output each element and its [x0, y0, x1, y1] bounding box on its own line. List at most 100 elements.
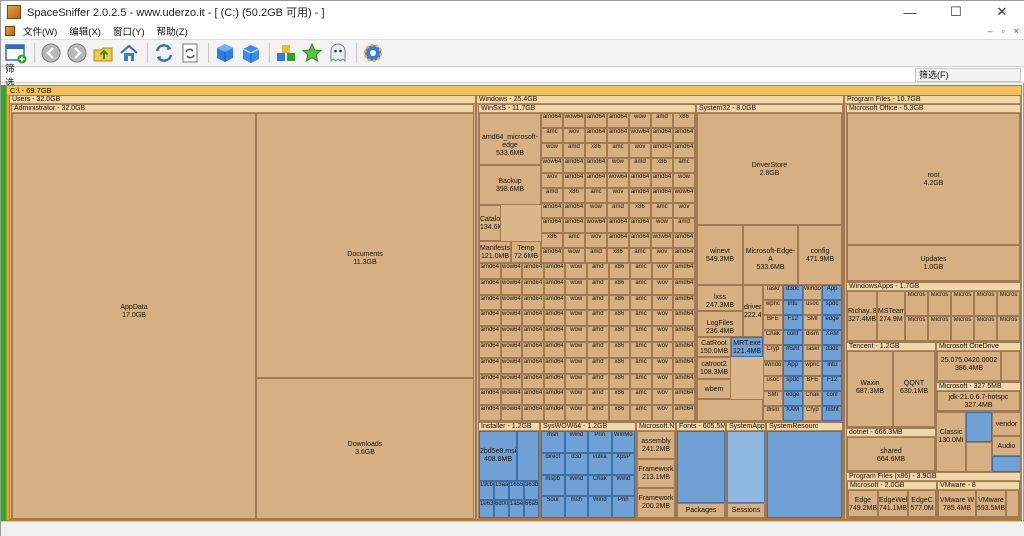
treemap-cell[interactable]: edge — [782, 390, 803, 406]
folder-driverstore[interactable]: DriverStore 2.8GB — [697, 113, 842, 225]
treemap-cell[interactable]: wow64 — [500, 342, 523, 358]
gear-icon[interactable] — [361, 41, 385, 65]
treemap-cell[interactable]: amc — [630, 263, 652, 279]
treemap-cell[interactable]: x86 — [608, 310, 631, 327]
treemap-cell[interactable]: amd — [585, 248, 607, 263]
treemap-cell[interactable]: amd64 — [479, 373, 501, 390]
treemap-cell[interactable]: wow — [565, 342, 587, 358]
treemap-cell[interactable]: Chak — [763, 330, 783, 346]
folder-qqnt[interactable]: QQNT 630.1MB — [893, 351, 935, 427]
treemap-cell[interactable]: wow — [629, 113, 651, 128]
treemap-cell[interactable]: amd64 — [673, 405, 695, 421]
treemap-cell[interactable]: wov — [651, 248, 673, 263]
mdi-restore-button[interactable]: ▫ — [1001, 26, 1005, 36]
treemap-cell[interactable]: x86 — [608, 373, 631, 390]
folder-framework[interactable]: Framework 213.1MB — [637, 459, 675, 488]
treemap-cell[interactable]: conf — [822, 390, 842, 406]
treemap-cell[interactable]: amc — [630, 405, 652, 421]
treemap-cell[interactable]: amd64 — [563, 218, 585, 233]
treemap-cell[interactable]: amd — [587, 357, 609, 374]
treemap-cell[interactable]: x86 — [608, 357, 631, 374]
treemap-cell[interactable]: amd64 — [585, 128, 607, 143]
treemap-cell[interactable]: wov — [651, 342, 674, 358]
treemap-cell[interactable]: Cryp — [802, 405, 823, 421]
menu-file[interactable]: 文件(W) — [23, 27, 58, 38]
treemap-cell[interactable]: amd64 — [673, 357, 695, 374]
root-drive-header[interactable]: C:\ - 69.7GB — [7, 86, 1021, 95]
treemap-cell[interactable]: amd64 — [585, 158, 607, 173]
treemap-cell[interactable]: amc — [630, 294, 652, 311]
file-misc-pf[interactable] — [992, 456, 1020, 472]
treemap-cell[interactable]: amd64 — [522, 326, 544, 342]
folder-drivers[interactable]: drivers 222.4M — [743, 285, 763, 337]
treemap-cell[interactable]: amd64 — [585, 173, 607, 188]
treemap-cell[interactable]: amd64 — [673, 263, 695, 279]
treemap-cell[interactable]: dism — [763, 405, 783, 421]
treemap-cell[interactable]: wow64 — [500, 326, 523, 342]
treemap-cell[interactable]: F12 — [782, 315, 803, 331]
treemap-cell[interactable]: amd64 — [673, 294, 695, 311]
treemap-cell[interactable]: msh — [564, 496, 588, 518]
treemap-cell[interactable]: amd64 — [585, 113, 607, 128]
treemap-cell[interactable]: wow64 — [500, 357, 523, 374]
treemap-cell[interactable]: wow — [565, 326, 587, 342]
treemap-cell[interactable]: amd64 — [543, 373, 566, 390]
treemap-cell[interactable]: SMI — [763, 390, 783, 406]
treemap-cell[interactable]: amd64 — [541, 248, 563, 263]
folder-assembly[interactable]: assembly 241.2MB — [637, 431, 675, 459]
treemap-cell[interactable]: Windo — [763, 360, 783, 376]
folder-msteams[interactable]: MSTeam 274.9M — [877, 291, 905, 341]
folder-vmware[interactable]: VMware - 8 VMware W 785.4MB VMware 593.5… — [937, 481, 1020, 518]
treemap-cell[interactable]: amd64 — [543, 263, 566, 279]
treemap-cell[interactable]: WinMo — [611, 431, 635, 453]
treemap-cell[interactable]: x86 — [673, 113, 695, 128]
refresh-icon[interactable] — [152, 41, 176, 65]
treemap-cell[interactable]: amd — [587, 342, 609, 358]
treemap-cell[interactable]: wow — [565, 263, 587, 279]
treemap-cell[interactable]: amd64 — [479, 326, 501, 342]
treemap-cell[interactable]: Prin — [588, 431, 612, 453]
folder-catroot[interactable]: CatRoot 150.0MB — [697, 337, 731, 357]
menu-help[interactable]: 帮助(Z) — [156, 27, 188, 38]
folder-edgecore[interactable]: EdgeC 577.0M — [908, 490, 936, 517]
treemap-cell[interactable]: wow64 — [651, 233, 673, 248]
treemap-cell[interactable]: x86 — [607, 248, 629, 263]
treemap-cell[interactable]: amd — [587, 278, 609, 295]
treemap-cell[interactable]: wov — [563, 128, 585, 143]
folder-jdk[interactable]: jdk-21.0.6.7-hotspc 327.4MB — [937, 391, 1020, 411]
treemap-cell[interactable]: 19cb7a5.r — [479, 481, 494, 500]
treemap-cell[interactable]: amd64 — [479, 263, 501, 279]
treemap-cell[interactable]: x86 — [608, 326, 631, 342]
treemap-cell[interactable]: wov — [651, 357, 674, 374]
treemap-cell[interactable]: Chak — [588, 474, 612, 497]
treemap-cell[interactable]: Micros — [997, 316, 1020, 341]
treemap-cell[interactable]: vulka — [588, 452, 612, 475]
treemap-cell[interactable]: amd64 — [673, 326, 695, 342]
treemap-cell[interactable]: wow — [565, 373, 587, 390]
treemap-cell[interactable]: amd64 — [522, 389, 544, 406]
treemap-cell[interactable]: amd64 — [543, 342, 566, 358]
treemap-cell[interactable]: wov — [651, 373, 674, 390]
treemap-cell[interactable]: amd64 — [522, 342, 544, 358]
treemap-cell[interactable]: msh — [541, 431, 565, 453]
treemap-cell[interactable]: amd64 — [541, 203, 563, 218]
systemapps-files-block[interactable] — [727, 431, 765, 503]
treemap-cell[interactable]: x86 — [608, 389, 631, 406]
treemap-cell[interactable]: amd64 — [651, 143, 673, 158]
treemap-cell[interactable]: amd64 — [479, 405, 501, 421]
treemap-cell[interactable]: amc — [541, 128, 563, 143]
treemap-cell[interactable]: Intu — [782, 300, 803, 316]
treemap-cell[interactable]: amd64 — [673, 373, 695, 390]
treemap-cell[interactable]: wow64 — [607, 173, 629, 188]
mdi-minimize-button[interactable]: – — [987, 26, 993, 36]
treemap-cell[interactable]: amc — [630, 278, 652, 295]
treemap-cell[interactable]: wow — [541, 143, 563, 158]
folder-edge[interactable]: Edge 749.2MB — [848, 490, 878, 517]
treemap-cell[interactable]: amc — [651, 203, 673, 218]
folder-misc-pf[interactable] — [966, 442, 992, 472]
treemap-cell[interactable]: Micros — [928, 291, 951, 316]
folder-backup[interactable]: Backup 398.6MB — [479, 165, 541, 205]
treemap-cell[interactable]: wow64 — [585, 218, 607, 233]
